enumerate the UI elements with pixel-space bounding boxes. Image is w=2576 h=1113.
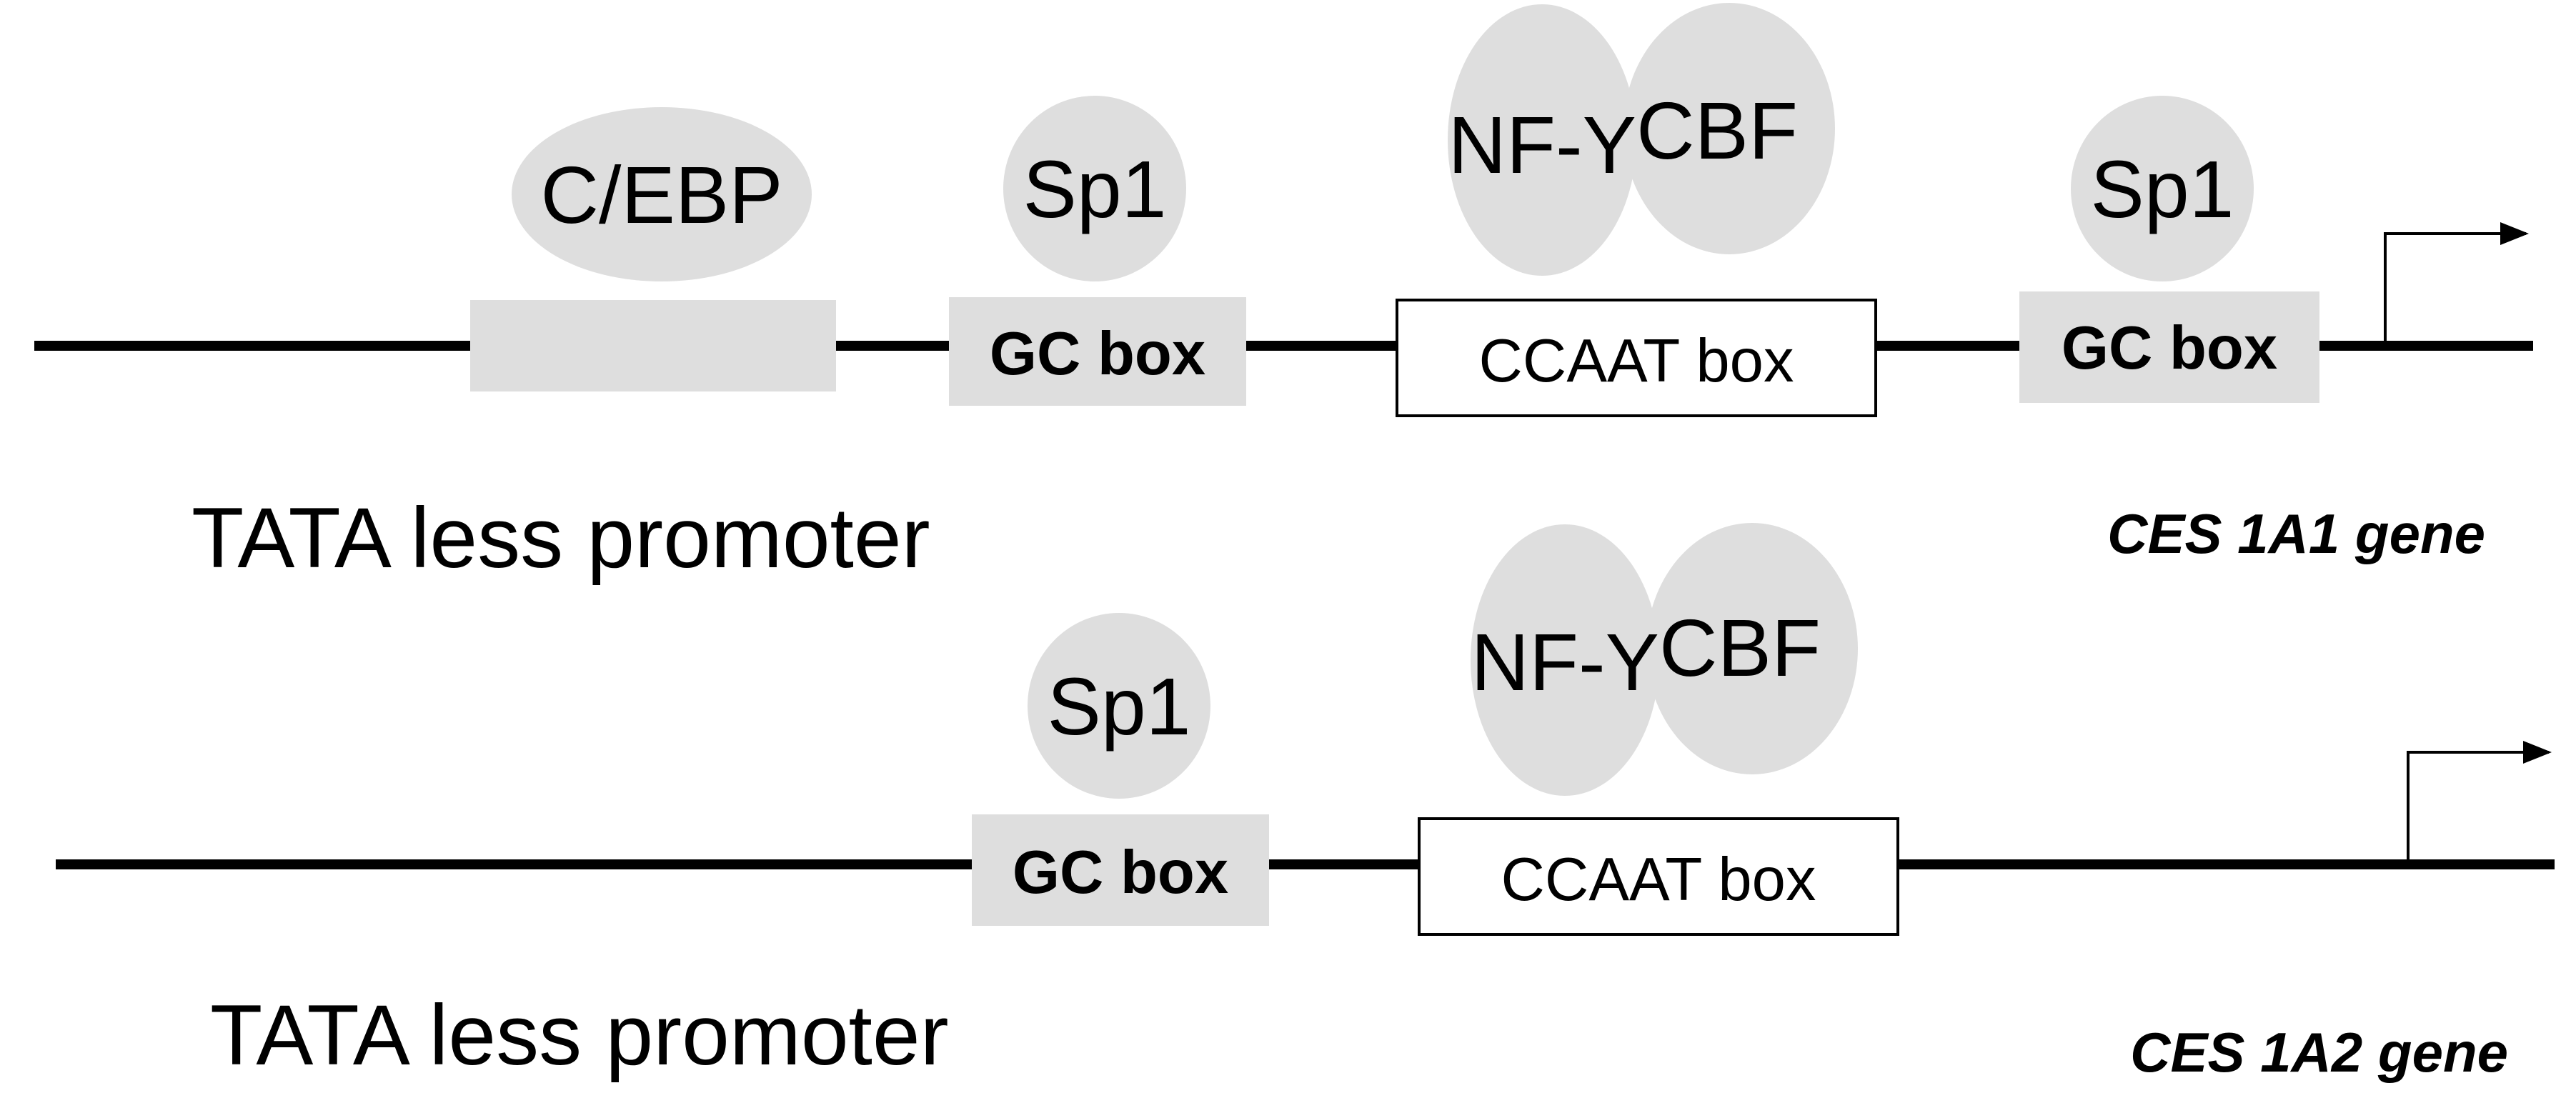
cbf-factor xyxy=(1646,523,1858,774)
cebp-binding-site xyxy=(470,300,836,391)
nfy-label: NF-Y xyxy=(1471,617,1659,707)
ccaat-box xyxy=(1418,817,1899,936)
sp1-label: Sp1 xyxy=(1023,144,1166,234)
gene-label: CES 1A1 gene xyxy=(2107,502,2485,565)
gene-label: CES 1A2 gene xyxy=(2130,1021,2508,1084)
cebp-label: C/EBP xyxy=(540,150,782,240)
sp1-factor xyxy=(2071,96,2254,281)
ces1a2-promoter: Sp1 GC box NF-Y CBF CCAAT box TATA less … xyxy=(56,523,2555,1084)
sp1-factor xyxy=(1028,613,1210,799)
cbf-factor xyxy=(1623,3,1835,254)
ccaat-box-label: CCAAT box xyxy=(1479,327,1794,395)
gc-box xyxy=(949,297,1246,406)
gc-box xyxy=(2019,291,2319,403)
gc-box xyxy=(972,814,1269,926)
nfy-factor xyxy=(1471,524,1659,796)
gc-box-label: GC box xyxy=(1013,839,1228,907)
promoter-label: TATA less promoter xyxy=(192,490,930,586)
promoter-label: TATA less promoter xyxy=(210,987,949,1083)
transcription-start-arrow xyxy=(2384,222,2529,346)
gc-box-label: GC box xyxy=(2062,314,2277,382)
gc-box-label: GC box xyxy=(990,320,1205,388)
ccaat-box-label: CCAAT box xyxy=(1501,846,1816,914)
cbf-label: CBF xyxy=(1636,86,1798,176)
sp1-label: Sp1 xyxy=(1047,662,1190,752)
ccaat-box xyxy=(1396,299,1877,417)
nfy-label: NF-Y xyxy=(1448,100,1636,190)
sp1-factor xyxy=(1003,96,1186,281)
transcription-start-arrow xyxy=(2407,741,2552,864)
cebp-factor xyxy=(512,107,812,281)
cbf-label: CBF xyxy=(1659,603,1821,693)
ces1a1-promoter: C/EBP Sp1 GC box NF-Y CBF CCAAT box Sp1 … xyxy=(34,3,2533,586)
sp1-label: Sp1 xyxy=(2090,144,2234,234)
nfy-factor xyxy=(1448,4,1636,276)
